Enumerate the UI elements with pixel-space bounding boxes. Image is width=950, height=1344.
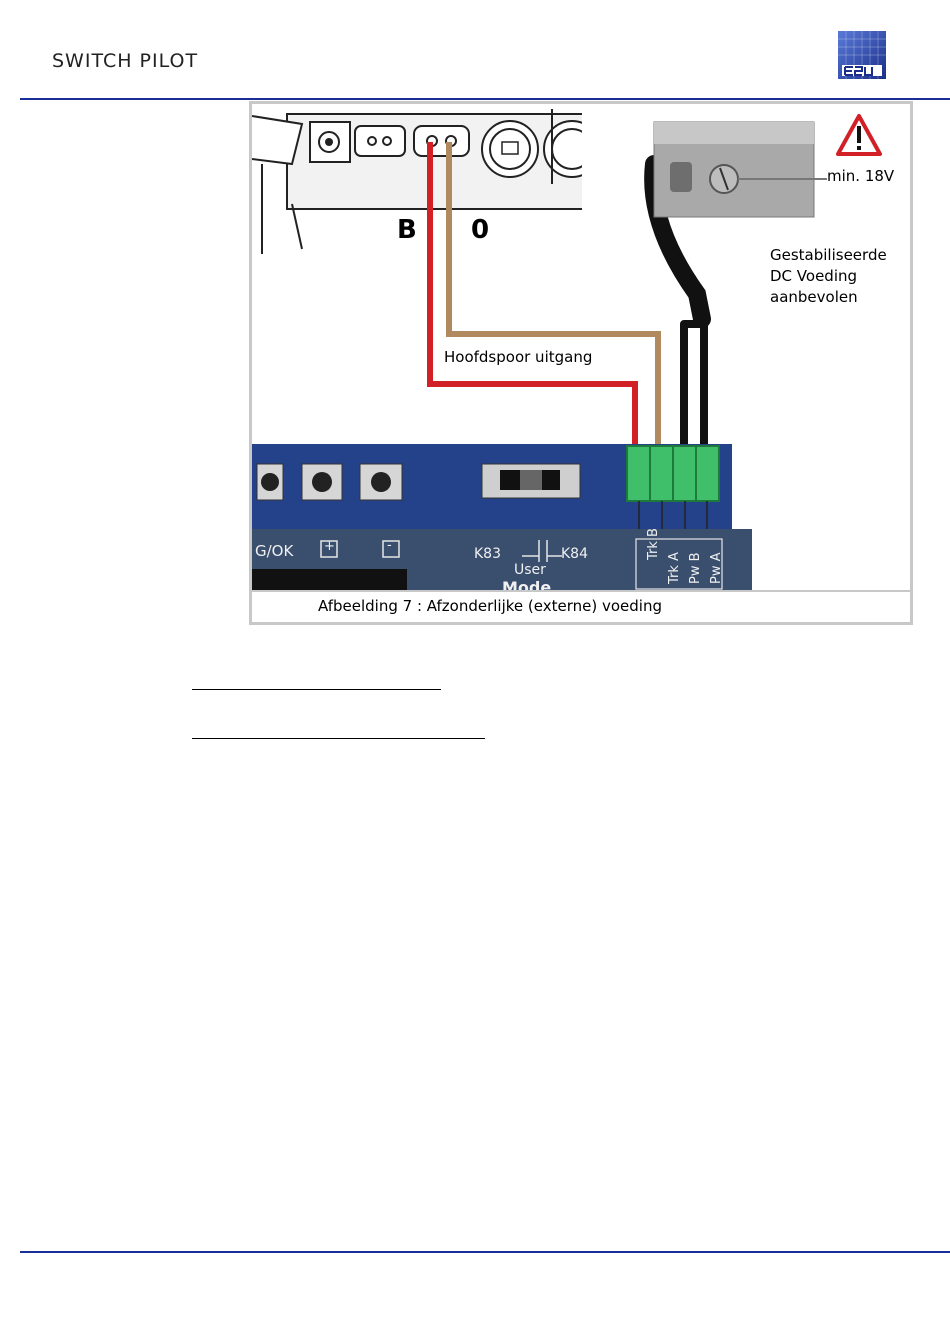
board-plus-label: + xyxy=(324,539,335,554)
push-button xyxy=(257,464,283,500)
track-output-label: Hoofdspoor uitgang xyxy=(444,348,592,366)
terminal-label-trk-a: Trk A xyxy=(667,538,682,584)
board-mode-label: Mode xyxy=(502,578,551,590)
board-minus-label: - xyxy=(387,538,392,553)
supply-label-line2: DC Voeding xyxy=(770,267,857,285)
board-k84-label: K84 xyxy=(561,546,588,562)
supply-label-line3: aanbevolen xyxy=(770,288,858,306)
figure-caption: Afbeelding 7 : Afzonderlijke (externe) v… xyxy=(318,597,662,615)
terminal-label-pw-a: Pw A xyxy=(709,538,724,584)
slide-switch xyxy=(482,464,580,498)
push-button xyxy=(360,464,402,500)
terminal-label-pw-b: Pw B xyxy=(688,538,703,584)
brand-logo-text: SWITCH PILOT xyxy=(52,50,198,72)
connector-label-b: B xyxy=(397,215,417,245)
figure-frame: B 0 min. 18V Gestabiliseerde DC Voeding … xyxy=(249,101,913,625)
push-button xyxy=(302,464,342,500)
esu-logo xyxy=(838,31,886,79)
board-k83-label: K83 xyxy=(474,546,501,562)
header-rule xyxy=(20,98,950,100)
footer-rule xyxy=(20,1251,950,1253)
underline-field xyxy=(192,738,485,739)
supply-label-line1: Gestabiliseerde xyxy=(770,246,887,264)
min-voltage-label: min. 18V xyxy=(827,167,894,185)
connector-label-0: 0 xyxy=(471,215,489,245)
underline-field xyxy=(192,689,441,690)
power-supply xyxy=(654,122,827,217)
terminal-label-trk-b: Trk B xyxy=(646,514,661,560)
board-user-label: User xyxy=(514,562,546,578)
board-ok-label: G/OK xyxy=(255,542,293,560)
